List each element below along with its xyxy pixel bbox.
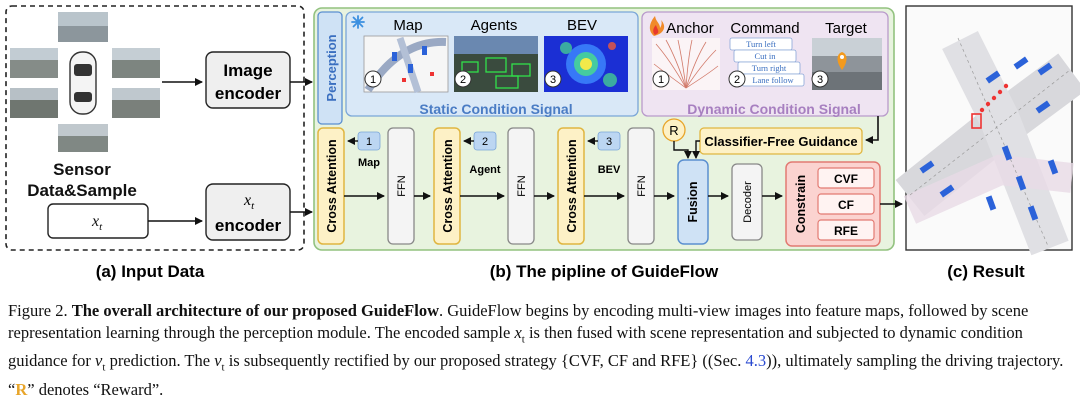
cross-attention-label-3: Cross Attention [565,139,579,232]
ffn-label-3: FFN [636,175,648,196]
static-num-2: 2 [460,74,466,86]
sensor-label: Sensor [53,160,111,179]
svg-text:Lane follow: Lane follow [752,75,794,85]
ffn-block-3 [627,127,655,245]
flame-icon [649,16,665,36]
dynamic-num-3: 3 [817,74,823,86]
classifier-free-guidance-label: Classifier-Free Guidance [704,134,857,149]
figure-caption: Figure 2. The overall architecture of ou… [8,301,1064,400]
static-num-1: 1 [370,74,376,86]
dynamic-condition-title: Dynamic Condition Signal [687,101,860,117]
cross-attention-label-2: Cross Attention [441,139,455,232]
decoder-block [731,163,763,241]
ffn-label-2: FFN [516,175,528,196]
ffn-block-1 [387,127,415,245]
token-map-label: Map [358,157,380,169]
snowflake-icon [351,15,365,29]
dynamic-to-cfg-arrow [865,116,879,144]
constraint-cf-box [817,193,875,215]
image-encoder-box [205,51,291,109]
pipeline-panel-caption: (b) The pipline of GuideFlow [490,262,719,281]
camera-thumbnails [10,12,160,152]
decoder-label: Decoder [742,181,754,223]
cross-attention-block-2 [433,127,461,245]
xt-encoder-symbol: xt [243,192,255,212]
input-panel-caption: (a) Input Data [96,262,205,281]
fusion-label: Fusion [686,182,700,223]
constraint-cvf-label: CVF [834,172,858,186]
dynamic-label-anchor: Anchor [666,20,714,37]
input-data-dashed-box [5,5,305,251]
ego-car-icon [69,51,97,115]
dynamic-label-target: Target [825,20,868,37]
reward-to-fusion-arrow [673,141,692,159]
svg-text:Turn left: Turn left [746,39,776,49]
result-map [895,5,1080,256]
cross-attention-label-1: Cross Attention [325,139,339,232]
constraint-cvf-box [817,167,875,189]
static-label-map: Map [393,17,422,34]
token-map-num: 1 [366,136,372,148]
cross-attention-block-1 [317,127,345,245]
dynamic-label-command: Command [730,20,799,37]
result-panel-caption: (c) Result [947,262,1025,281]
command-cards: Turn left Cut in Turn right Lane follow [729,37,805,87]
dynamic-num-1: 1 [658,74,664,86]
sensor-data-sample-label: Data&Sample [27,181,137,200]
dynamic-num-2: 2 [734,74,740,86]
dynamic-num-circle-3 [811,70,829,88]
static-num-3: 3 [550,74,556,86]
xt-encoder-line2: encoder [215,216,282,235]
target-pin-icon [837,52,847,70]
static-condition-title: Static Condition Signal [419,101,572,117]
dynamic-num-circle-1 [652,70,670,88]
architecture-figure: Sensor Data&Sample xt Image encoder xt e… [5,5,1080,281]
section-link[interactable]: 4.3 [745,351,767,371]
token-agent-num: 2 [482,136,488,148]
token-bev-num: 3 [606,136,612,148]
reward-badge-letter: R [669,123,678,138]
static-num-circle-3 [544,70,562,88]
image-encoder-line2: encoder [215,84,282,103]
bev-thumbnail [544,36,628,92]
constraint-rfe-box [817,219,875,241]
svg-text:Cut in: Cut in [754,51,776,61]
dynamic-num-circle-2 [728,70,746,88]
cfg-to-fusion-arrow [692,140,700,159]
xt-input-symbol: xt [91,213,103,233]
static-label-bev: BEV [567,17,597,34]
static-num-circle-2 [454,70,472,88]
image-encoder-line1: Image [223,61,272,80]
caption-title: The overall architecture of our proposed… [71,301,439,320]
constraint-cf-label: CF [838,198,854,212]
static-label-agents: Agents [471,17,518,34]
fusion-block [677,159,709,245]
token-agent-label: Agent [469,164,501,176]
perception-box [317,11,343,125]
caption-reward-letter: R [15,380,28,400]
token-bev-label: BEV [598,164,621,176]
svg-text:Turn right: Turn right [752,63,787,73]
constraint-rfe-label: RFE [834,224,858,238]
static-num-circle-1 [364,70,382,88]
ffn-label-1: FFN [396,175,408,196]
ffn-block-2 [507,127,535,245]
perception-label: Perception [324,34,339,101]
constrain-label: Constrain [794,175,808,233]
cross-attention-block-3 [557,127,585,245]
